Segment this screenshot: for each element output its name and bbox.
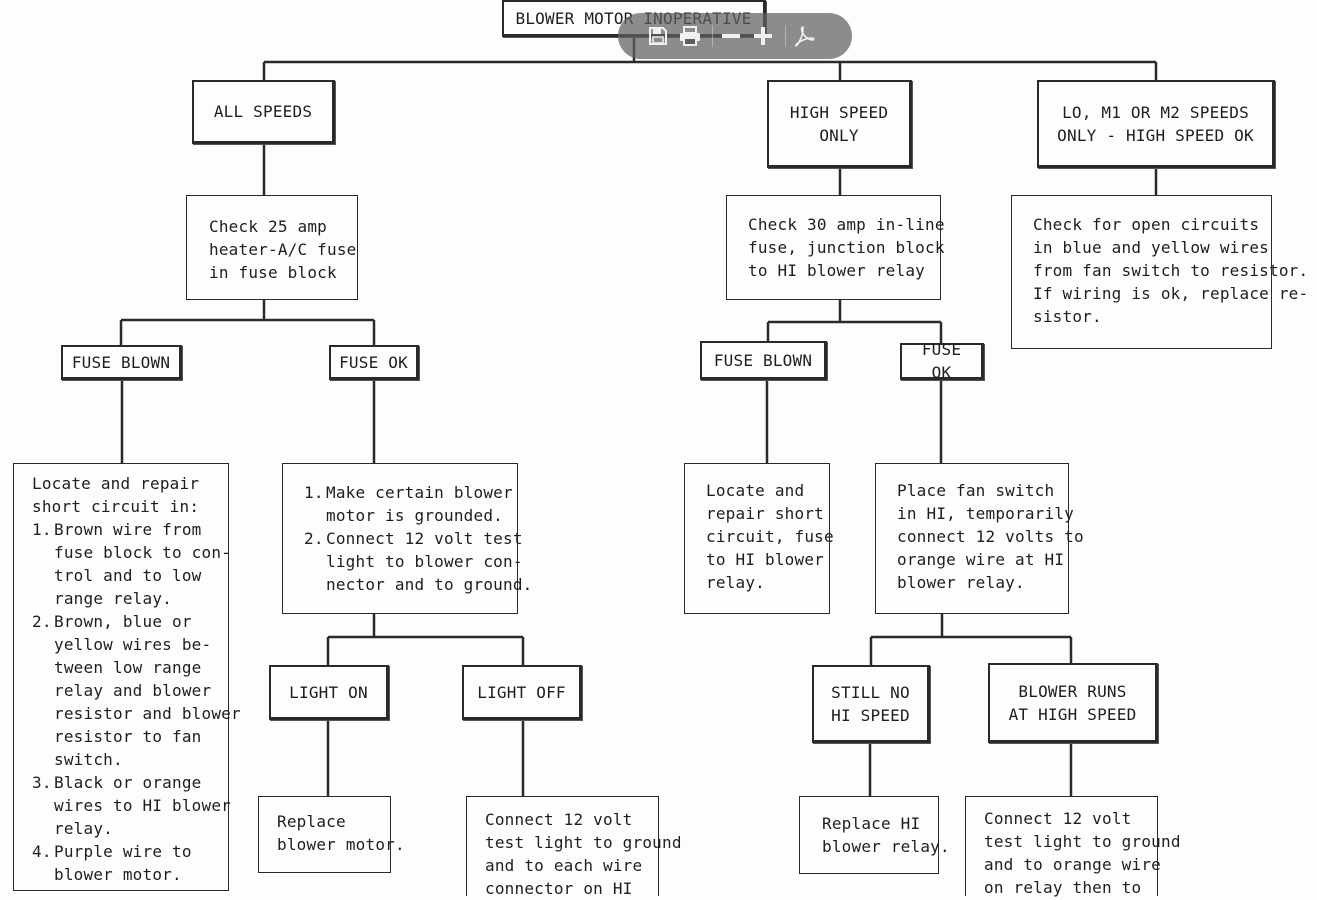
list-item: 1. Make certain blower motor is grounded… bbox=[304, 483, 513, 525]
step-place-fan-switch-hi: Place fan switch in HI, temporarily conn… bbox=[875, 463, 1084, 614]
toolbar-separator bbox=[785, 25, 786, 47]
node-lo-m1-m2-speeds-only: LO, M1 OR M2 SPEEDS ONLY - HIGH SPEED OK bbox=[1037, 80, 1275, 168]
open-in-acrobat-button[interactable] bbox=[792, 24, 816, 48]
step-check-25-amp-fuse: Check 25 amp heater-A/C fuse in fuse blo… bbox=[186, 195, 358, 300]
zoom-out-button[interactable] bbox=[719, 24, 743, 48]
short-circuit-locations-list: 1. Brown wire from fuse block to con- tr… bbox=[32, 518, 241, 886]
node-high-speed-fuse-ok: FUSE OK bbox=[900, 340, 984, 382]
node-all-speeds-fuse-blown: FUSE BLOWN bbox=[61, 345, 182, 380]
step-replace-blower-motor: Replace blower motor. bbox=[258, 796, 405, 873]
zoom-in-button[interactable] bbox=[751, 24, 775, 48]
zoom-out-icon bbox=[722, 34, 740, 38]
list-item: 2. Connect 12 volt test light to blower … bbox=[304, 529, 533, 594]
step-check-blue-yellow-wires: Check for open circuits in blue and yell… bbox=[1011, 195, 1308, 349]
node-high-speed-only: HIGH SPEED ONLY bbox=[767, 80, 912, 168]
list-item: 2. Brown, blue or yellow wires be- tween… bbox=[32, 612, 241, 769]
save-button[interactable] bbox=[646, 24, 670, 48]
step-check-30-amp-fuse: Check 30 amp in-line fuse, junction bloc… bbox=[726, 195, 944, 300]
toolbar-separator bbox=[712, 25, 713, 47]
list-item: 3. Black or orange wires to HI blower re… bbox=[32, 773, 231, 838]
print-icon bbox=[680, 26, 700, 46]
pdf-viewer-toolbar bbox=[618, 13, 852, 59]
save-icon bbox=[649, 27, 667, 45]
node-still-no-hi-speed: STILL NO HI SPEED bbox=[812, 665, 930, 743]
list-item: 4. Purple wire to blower motor. bbox=[32, 842, 192, 884]
node-all-speeds-fuse-ok: FUSE OK bbox=[329, 345, 419, 380]
node-light-off: LIGHT OFF bbox=[462, 665, 582, 720]
print-button[interactable] bbox=[678, 24, 702, 48]
node-all-speeds-label: ALL SPEEDS bbox=[213, 102, 313, 121]
acrobat-icon bbox=[794, 26, 815, 47]
node-light-on: LIGHT ON bbox=[269, 665, 389, 720]
node-high-speed-fuse-blown: FUSE BLOWN bbox=[700, 341, 827, 380]
step-repair-short-circuit-list: Locate and repair short circuit in: 1. B… bbox=[13, 463, 241, 891]
step-ground-and-test-light: 1. Make certain blower motor is grounded… bbox=[282, 463, 533, 614]
zoom-in-icon bbox=[754, 27, 772, 45]
step-test-light-each-wire: Connect 12 volt test light to ground and… bbox=[466, 796, 681, 898]
step-repair-short-hi-relay: Locate and repair short circuit, fuse to… bbox=[684, 463, 834, 614]
step-replace-hi-blower-relay: Replace HI blower relay. bbox=[799, 796, 950, 874]
step-test-light-orange-wire: Connect 12 volt test light to ground and… bbox=[965, 796, 1180, 897]
list-item: 1. Brown wire from fuse block to con- tr… bbox=[32, 520, 231, 608]
node-all-speeds: ALL SPEEDS bbox=[192, 80, 335, 144]
node-blower-runs-at-high-speed: BLOWER RUNS AT HIGH SPEED bbox=[988, 663, 1158, 743]
